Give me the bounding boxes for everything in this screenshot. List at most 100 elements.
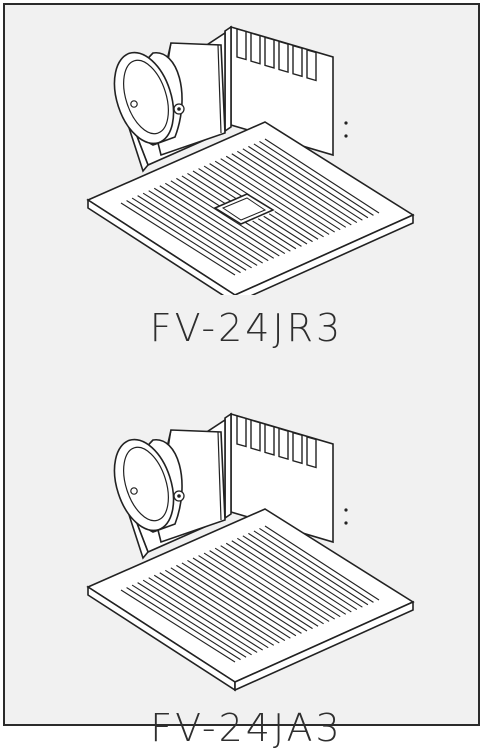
grille-slat — [263, 215, 308, 245]
product-card-fv-24jr3: FV-24JR3 — [5, 5, 478, 365]
sensor-lens — [221, 197, 267, 221]
motor-rib — [236, 28, 247, 61]
duct-collar-rim — [113, 51, 175, 145]
grille-slat — [203, 165, 250, 196]
motor-rib — [278, 427, 289, 461]
motor-rib — [278, 40, 289, 74]
grille-slat — [181, 175, 228, 206]
indicator-dot — [344, 134, 348, 138]
motor-rib — [306, 49, 317, 82]
duct-damper-pin — [130, 100, 138, 108]
model-label: FV-24JR3 — [149, 306, 344, 350]
screw-center — [177, 494, 181, 498]
grille-slat — [137, 195, 252, 269]
grille-slat — [220, 158, 335, 233]
duct-collar-inner — [123, 59, 169, 135]
grille-slat — [187, 559, 302, 634]
motor-rib — [236, 415, 247, 448]
grille-slat — [259, 141, 374, 216]
grille-panel-side — [234, 213, 414, 295]
grille-slat — [120, 202, 236, 276]
grille-slat — [242, 148, 358, 224]
motor-rib — [250, 32, 261, 65]
fan-drawing — [86, 25, 415, 295]
grille-slat — [225, 155, 341, 231]
grille-slat — [170, 567, 286, 642]
grille-slat — [253, 530, 369, 606]
grille-slat — [153, 187, 269, 262]
grille-slat — [148, 577, 263, 651]
grille-slat — [214, 160, 330, 235]
grille-slat — [142, 579, 258, 653]
grille-slat — [231, 540, 347, 615]
duct-collar-inner — [123, 446, 169, 522]
grille-slat — [198, 168, 245, 199]
fan-drawing — [86, 412, 415, 692]
grille-slat — [237, 537, 352, 613]
ceiling-ventilation-fan-icon — [86, 25, 415, 295]
grille-slat — [165, 182, 280, 257]
grille-slat — [264, 525, 380, 601]
grille-slat — [120, 589, 236, 663]
grille-slat — [131, 584, 247, 658]
duct-collar-rim — [113, 438, 175, 532]
grille-slat — [253, 143, 369, 219]
grille-slat — [137, 582, 252, 656]
grille-slat — [159, 185, 275, 259]
indicator-dot — [344, 508, 348, 512]
grille-slat — [148, 190, 263, 264]
grille-slat — [209, 550, 324, 625]
grille-panel-front — [87, 198, 236, 295]
indicator-dot — [344, 521, 348, 525]
screw-center — [177, 107, 181, 111]
grille-slat — [126, 587, 241, 661]
model-label: FV-24JA3 — [150, 706, 343, 750]
motor-rib — [292, 431, 303, 465]
grille-slat — [220, 545, 335, 620]
grille-slat — [248, 145, 363, 221]
grille-slat — [176, 564, 291, 639]
grille-slat — [257, 218, 302, 247]
grille-slat — [209, 163, 324, 238]
motor-rib — [250, 419, 261, 452]
grille-slat — [142, 192, 258, 266]
grille-slat — [259, 528, 374, 603]
ceiling-ventilation-fan-icon — [86, 412, 415, 692]
grille-slat — [203, 552, 319, 627]
grille-slat — [153, 574, 269, 649]
grille-slat — [242, 535, 358, 611]
grille-slat — [248, 532, 363, 608]
grille-slat — [231, 153, 347, 228]
grille-slat — [274, 210, 319, 240]
duct-edge — [217, 431, 222, 521]
motor-rib — [264, 36, 275, 69]
product-frame: FV-24JR3 FV-24JA3 — [3, 3, 480, 750]
duct-edge — [217, 44, 222, 134]
grille-slat — [252, 220, 297, 250]
grille-slat — [192, 557, 308, 632]
grille-slat — [131, 197, 247, 271]
grille-slat — [237, 150, 352, 226]
grille-slat — [159, 572, 275, 646]
motor-box-edge — [224, 412, 232, 520]
grille-slat — [181, 562, 297, 637]
motor-rib — [292, 44, 303, 78]
grille-slat — [268, 213, 313, 243]
grille-slat — [170, 180, 286, 255]
grille-slat — [225, 542, 341, 618]
grille-slat — [165, 569, 280, 644]
grille-slat — [264, 138, 380, 214]
motor-rib — [264, 423, 275, 456]
grille-panel-side — [234, 600, 414, 692]
grille-slat — [198, 555, 313, 630]
product-card-fv-24ja3: FV-24JA3 — [5, 390, 478, 750]
motor-rib — [306, 436, 317, 469]
motor-box-edge — [224, 25, 232, 133]
grille-slat — [187, 172, 234, 204]
duct-damper-pin — [130, 487, 138, 495]
sensor-window-icon — [213, 193, 275, 225]
grille-slat — [214, 547, 330, 622]
grille-slat — [126, 200, 241, 274]
grille-slat — [192, 170, 239, 201]
indicator-dot — [344, 121, 348, 125]
